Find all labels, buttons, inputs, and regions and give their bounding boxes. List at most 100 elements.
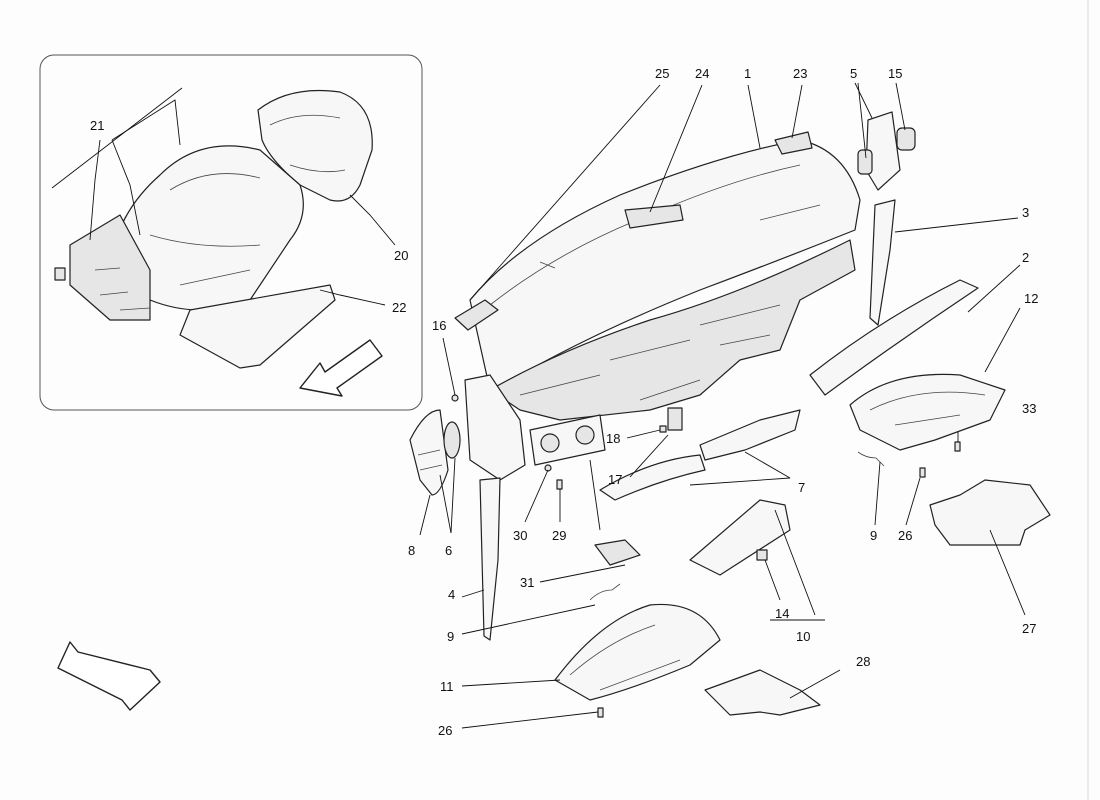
callout-33: 33 [1022, 401, 1036, 416]
callout-12: 12 [1024, 291, 1038, 306]
dashboard-lower [489, 239, 856, 421]
leader-6b [450, 457, 456, 534]
inset-panel: 21 20 22 [39, 54, 423, 411]
leader-21a [89, 139, 101, 241]
leader-25 [469, 84, 661, 301]
part-14-clip [756, 549, 768, 561]
part-24-vent [624, 204, 684, 229]
part-9-harness [589, 583, 621, 601]
part-26-screw [597, 707, 604, 718]
part-27-mat [929, 479, 1051, 546]
callout-9-left: 9 [447, 629, 454, 644]
part-31-bracket [594, 539, 641, 566]
inset-bracket [69, 214, 151, 321]
callout-18: 18 [606, 431, 620, 446]
part-16-clip [451, 394, 459, 402]
part-1-dash-top [469, 139, 861, 391]
callout-22: 22 [392, 300, 406, 315]
callout-24: 24 [695, 66, 709, 81]
leader-16 [442, 337, 456, 396]
leader-7b [689, 477, 791, 486]
leader-9-left [461, 604, 596, 635]
part-17-bracket [667, 407, 683, 431]
callout-23: 23 [793, 66, 807, 81]
callout-11: 11 [440, 679, 454, 694]
leader-28 [789, 669, 841, 699]
callout-9-right: 9 [870, 528, 877, 543]
leader-8 [419, 494, 431, 536]
leader-21b [111, 139, 141, 236]
leader-6a [439, 474, 452, 534]
callout-8: 8 [408, 543, 415, 558]
leader-2 [967, 264, 1021, 313]
callout-15: 15 [888, 66, 902, 81]
part-15-bezel [896, 127, 916, 151]
leader-20 [349, 194, 396, 246]
leader-17 [629, 434, 669, 478]
part-18-clip [659, 425, 667, 433]
inset-clip [54, 267, 66, 281]
callout-10: 10 [796, 629, 810, 644]
leader-11 [461, 679, 561, 687]
callout-1: 1 [744, 66, 751, 81]
callout-14: 14 [775, 606, 789, 621]
leader-5b [857, 82, 867, 159]
part-25-vent [454, 299, 499, 331]
leader-10a [774, 509, 816, 616]
callout-2: 2 [1022, 250, 1029, 265]
dashboard-lower-detail [519, 304, 781, 401]
callout-7: 7 [798, 480, 805, 495]
dashboard-assembly: 25 24 1 23 5 15 3 2 12 33 9 26 27 7 14 1… [57, 66, 1051, 738]
part-21-detail [149, 173, 261, 286]
callout-31: 31 [520, 575, 534, 590]
callout-3: 3 [1022, 205, 1029, 220]
part-22-cover [179, 284, 336, 369]
part-7-trim-a [599, 454, 706, 501]
part-9-harness-right [857, 451, 885, 467]
part-21-rod [51, 87, 183, 189]
leader-31b [589, 459, 601, 531]
part-4-left-pillar [479, 477, 501, 641]
part-2-trim-strip [809, 279, 979, 396]
leader-1 [747, 84, 761, 149]
callout-29: 29 [552, 528, 566, 543]
part-11-lower-cover [554, 603, 721, 701]
callout-6: 6 [445, 543, 452, 558]
part-23-vent [774, 131, 813, 155]
dash-left-bracket [464, 374, 526, 481]
leader-4 [461, 589, 485, 598]
part-5-grille [857, 149, 873, 175]
callout-30: 30 [513, 528, 527, 543]
callout-21: 21 [90, 118, 104, 133]
leader-30 [524, 469, 549, 523]
part-12-detail [869, 391, 986, 426]
arrow-icon [57, 641, 161, 711]
callout-17: 17 [608, 472, 622, 487]
callout-26-right: 26 [898, 528, 912, 543]
part-28-mat [704, 669, 821, 716]
callout-5: 5 [850, 66, 857, 81]
part-6-bezel [443, 421, 461, 459]
leader-3 [894, 217, 1019, 233]
callout-16: 16 [432, 318, 446, 333]
leader-26-left [461, 711, 599, 729]
callout-27: 27 [1022, 621, 1036, 636]
vent-ring-left [540, 433, 560, 453]
leader-14 [764, 559, 781, 601]
callout-26-left: 26 [438, 723, 452, 738]
leader-22 [319, 289, 386, 306]
leader-27 [989, 529, 1026, 616]
part-20-detail [269, 114, 346, 173]
arrow-icon [299, 339, 383, 397]
vent-ring-right [575, 425, 595, 445]
leader-24 [649, 84, 703, 213]
callout-20: 20 [394, 248, 408, 263]
leader-7a [744, 451, 791, 479]
leader-15 [895, 82, 906, 131]
inset-frame [39, 54, 423, 411]
part-29-screw [556, 479, 563, 490]
part-10-bolster [689, 499, 791, 576]
leader-31 [539, 564, 626, 583]
